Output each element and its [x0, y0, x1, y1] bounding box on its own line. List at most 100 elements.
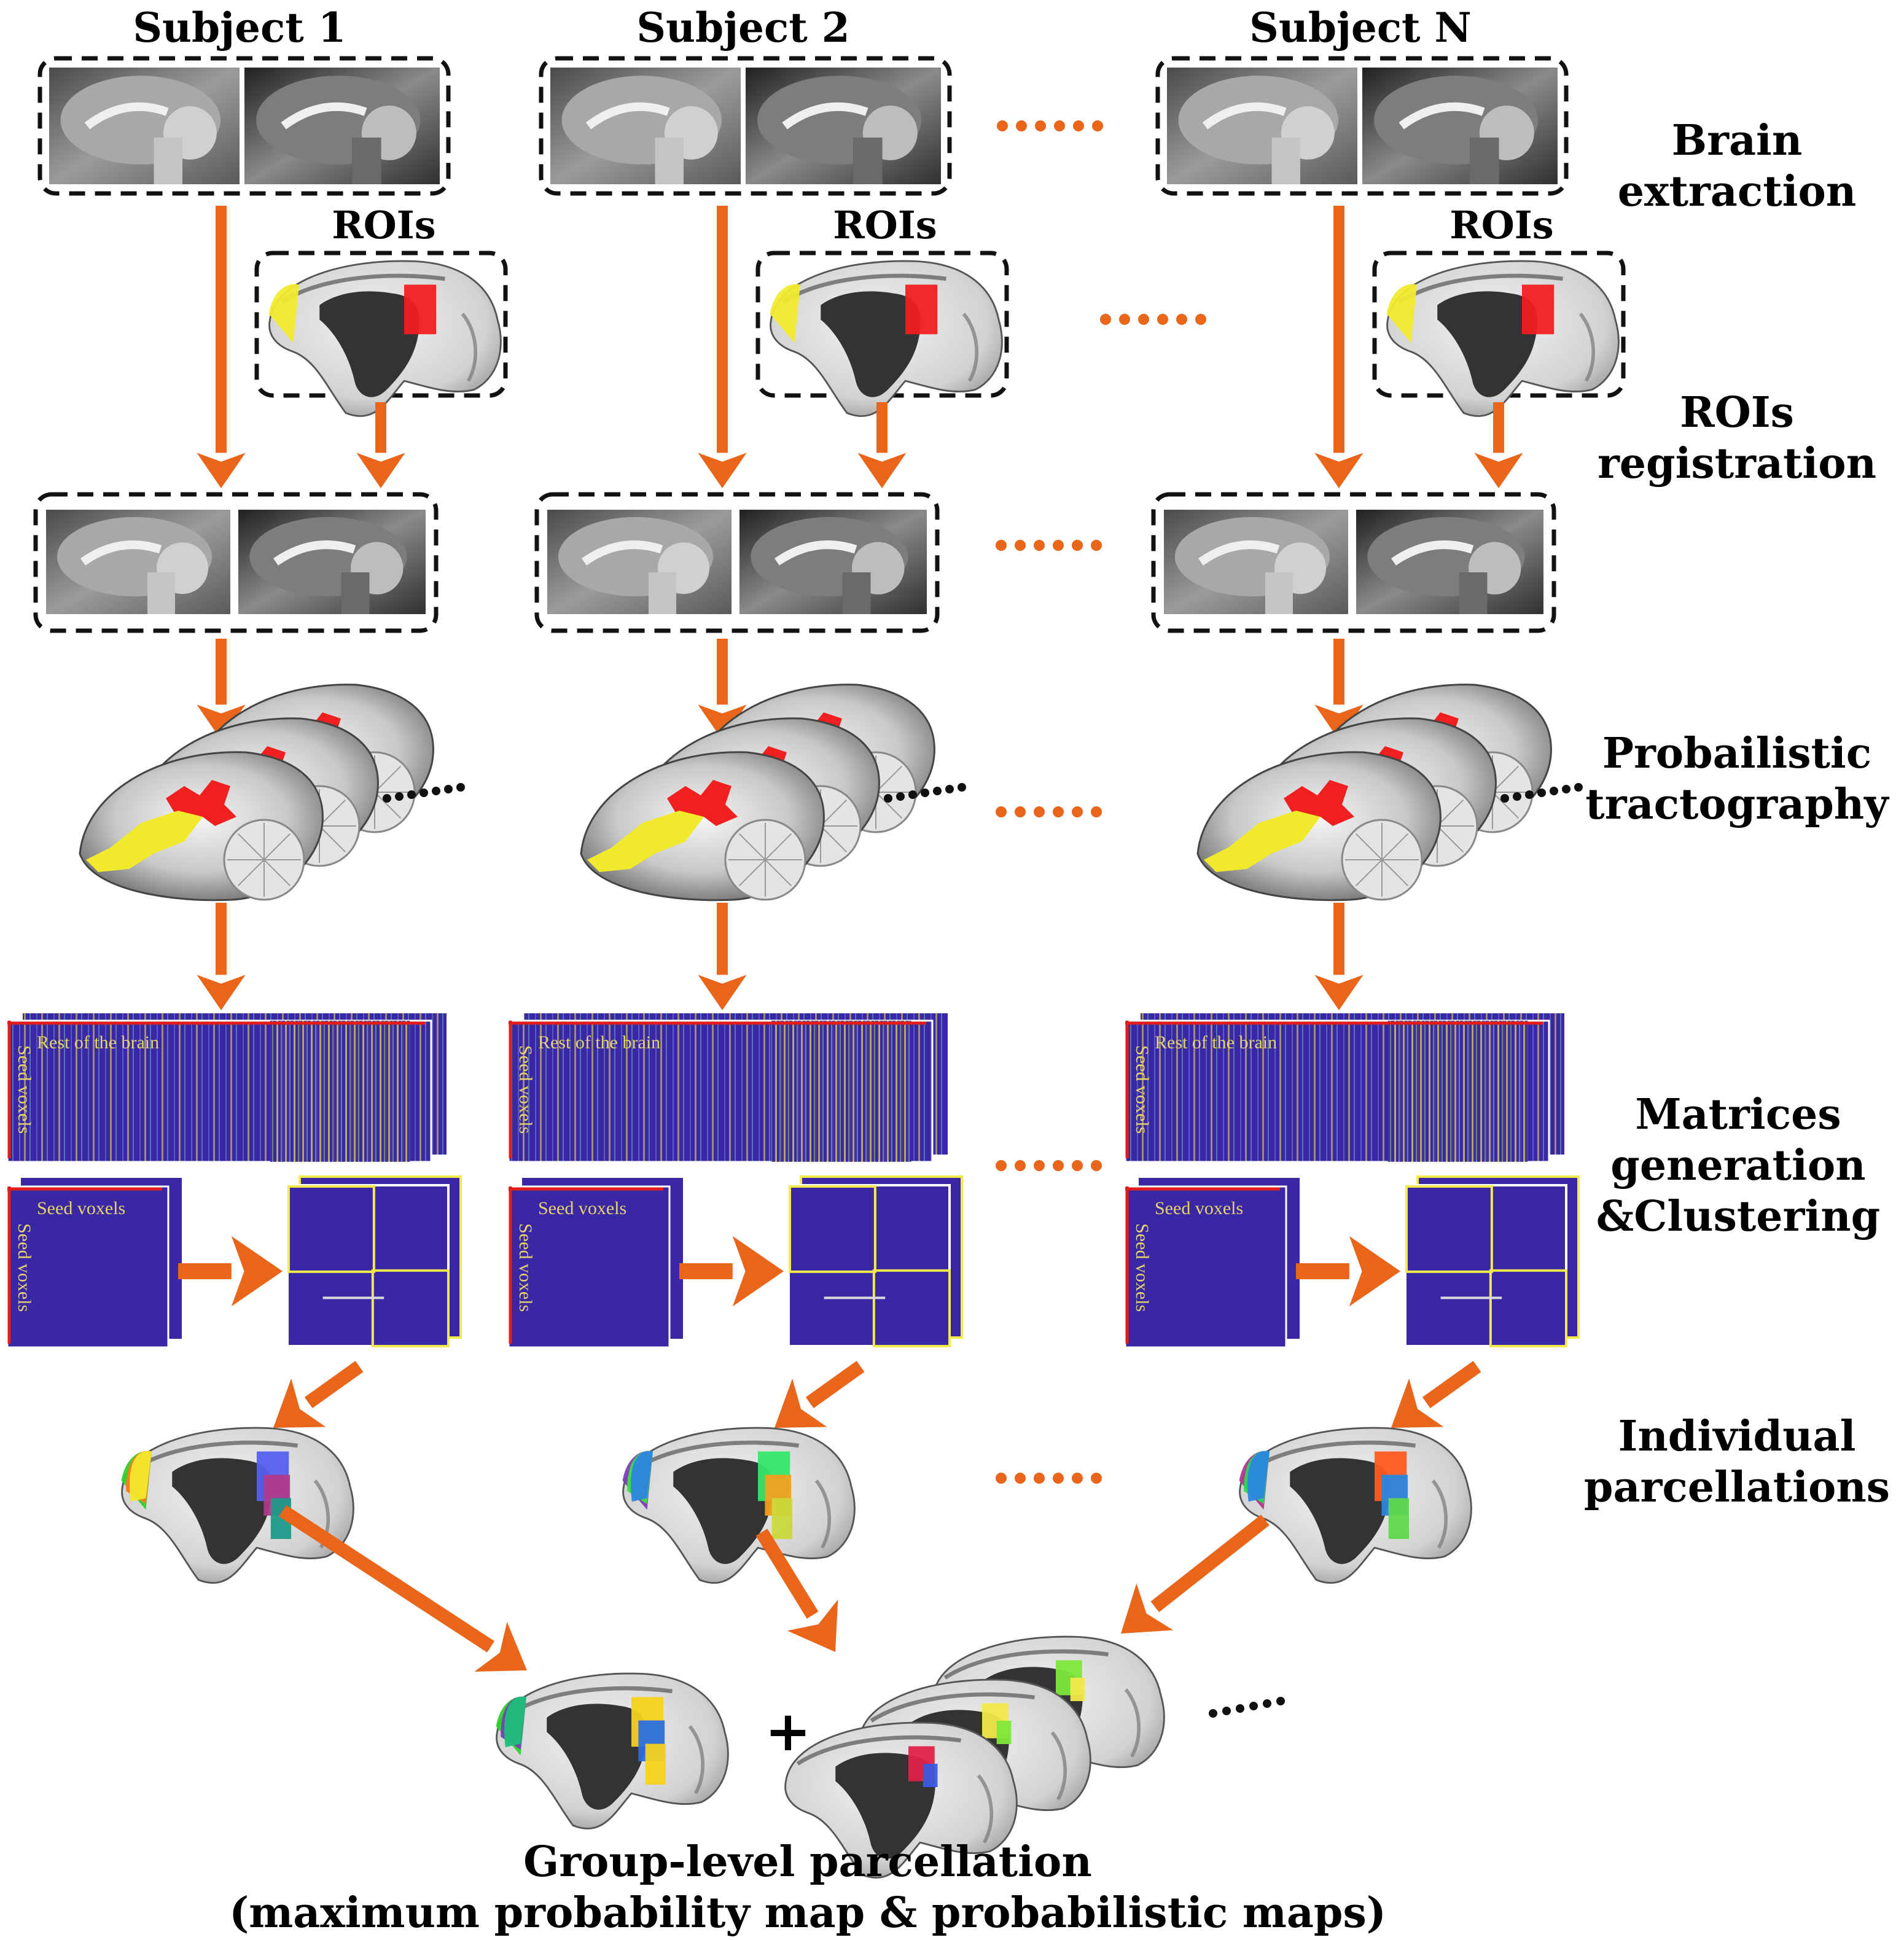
brain-extraction-box [1155, 56, 1569, 196]
mri-slice-image [244, 68, 440, 184]
ellipsis-dot [1500, 794, 1509, 803]
individual-parcellation-image [121, 1427, 354, 1584]
ellipsis-dot [1263, 1699, 1271, 1708]
mri-slice-image [746, 68, 941, 184]
brain-extraction-box [539, 56, 952, 196]
ellipsis-dot [1053, 540, 1064, 551]
registration-box [534, 492, 940, 633]
mri-slice-image [739, 510, 927, 614]
stage-label-line: ROIs [1680, 388, 1794, 437]
ellipsis-dot [1053, 1160, 1064, 1171]
arrow-s1-to-group [278, 1505, 527, 1672]
roi-brain-image [268, 260, 502, 417]
group-title: Group-level parcellation [523, 1837, 1092, 1887]
tractography-ellipsis [884, 783, 966, 803]
mri-slice-image [238, 510, 426, 614]
ellipsis-dot [432, 787, 440, 795]
ellipsis-dot [1015, 1160, 1026, 1171]
mri-slice-image [1164, 510, 1348, 614]
matrix-hot-band [270, 1021, 410, 1162]
ellipsis-dot [1053, 806, 1064, 817]
arrow-to-matrices [1314, 903, 1364, 1010]
frontal-region [504, 1696, 526, 1748]
stage-label-rois-registration: ROIs registration [1598, 388, 1876, 488]
ellipsis-dot [1176, 314, 1187, 325]
arrow-to-registration [197, 206, 246, 488]
ellipsis-dot [1091, 1160, 1102, 1171]
tract-yellow-region [587, 811, 704, 872]
cluster-block [287, 1185, 375, 1273]
frontal-region [268, 284, 299, 343]
mri-slice-image [1356, 510, 1543, 614]
ellipsis-dot [1034, 1473, 1045, 1484]
clustered-matrix-stack [787, 1175, 963, 1348]
probability-hotspot [1070, 1678, 1085, 1701]
cluster-block [1489, 1269, 1568, 1348]
dark-medial-wall [821, 291, 921, 397]
tractography-ellipsis [383, 783, 465, 803]
arrow-to-tractography [698, 639, 747, 740]
posterior-region [771, 1498, 793, 1539]
arrow-to-registration [1314, 206, 1364, 488]
ellipsis-dot [997, 120, 1008, 131]
tractography-slice [580, 751, 825, 902]
ellipsis-dot [1015, 1473, 1026, 1484]
ellipsis-dot [1574, 783, 1583, 792]
ellipsis-dot [1053, 1473, 1064, 1484]
cluster-block [789, 1185, 876, 1273]
arrow-roi-to-registration [1474, 402, 1523, 488]
subject-ellipsis [996, 1160, 1102, 1171]
subject-n-label: Subject N [1249, 4, 1472, 52]
stage-label-line: Probailistic [1602, 729, 1871, 778]
matrix-y-label: Seed voxels [1132, 1045, 1152, 1134]
ellipsis-dot [996, 540, 1007, 551]
mri-slice-image [46, 510, 230, 614]
ellipsis-dot [908, 790, 917, 799]
ellipsis-dot [1015, 540, 1026, 551]
matrix-hot-band [771, 1021, 911, 1162]
frontal-region [1386, 284, 1417, 343]
ellipsis-dot [1100, 314, 1111, 325]
dark-medial-wall [547, 1704, 647, 1810]
matrix-x-label: Rest of the brain [1155, 1032, 1277, 1053]
roi-brain-image [770, 260, 1003, 417]
registration-box [1151, 492, 1556, 633]
frontal-region [770, 284, 800, 343]
ellipsis-dot [1157, 314, 1168, 325]
matrix-front-layer [286, 1184, 450, 1347]
ellipsis-dot [1276, 1697, 1285, 1705]
group-level-section [278, 1505, 1285, 1879]
ellipsis-dot [395, 792, 404, 801]
tractography-stack-image [580, 684, 935, 902]
tract-yellow-region [1204, 811, 1321, 872]
arrow-roi-to-registration [857, 402, 907, 488]
ellipsis-dot [444, 785, 453, 793]
posterior-region [404, 284, 437, 335]
stage-label-line: Individual [1618, 1412, 1856, 1461]
arrow-to-clustering [1296, 1236, 1400, 1307]
matrix-y-label: Seed voxels [515, 1223, 536, 1312]
ellipsis-dot [1138, 314, 1149, 325]
max-probability-map-image [496, 1672, 729, 1829]
group-subtitle: (maximum probability map & probabilistic… [229, 1888, 1386, 1938]
matrix-front-layer [6, 1185, 170, 1349]
roi-box [755, 251, 1009, 398]
brain-extraction-box [37, 56, 451, 196]
ellipsis-dot [1034, 540, 1045, 551]
mri-slice-image [550, 68, 741, 184]
matrix-x-label: Rest of the brain [538, 1032, 660, 1053]
stage-label-matrices-clustering: Matrices generation &Clustering [1596, 1090, 1880, 1241]
matrix-front-layer [787, 1184, 951, 1347]
cluster-block [1405, 1185, 1493, 1273]
subject-ellipsis [997, 120, 1103, 131]
arrow-roi-to-registration [356, 402, 405, 488]
rois-label: ROIs [1449, 203, 1553, 247]
mri-slice-image [1362, 68, 1558, 184]
mri-slice-image [547, 510, 732, 614]
ellipsis-dot [996, 1160, 1007, 1171]
